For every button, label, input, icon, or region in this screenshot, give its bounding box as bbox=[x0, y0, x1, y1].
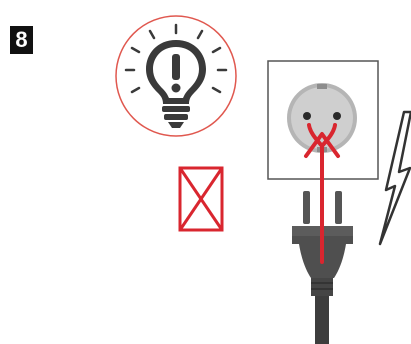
lightbulb-icon bbox=[116, 16, 236, 136]
crossed-box-icon bbox=[180, 168, 222, 230]
lightning-bolt-icon bbox=[380, 112, 411, 244]
